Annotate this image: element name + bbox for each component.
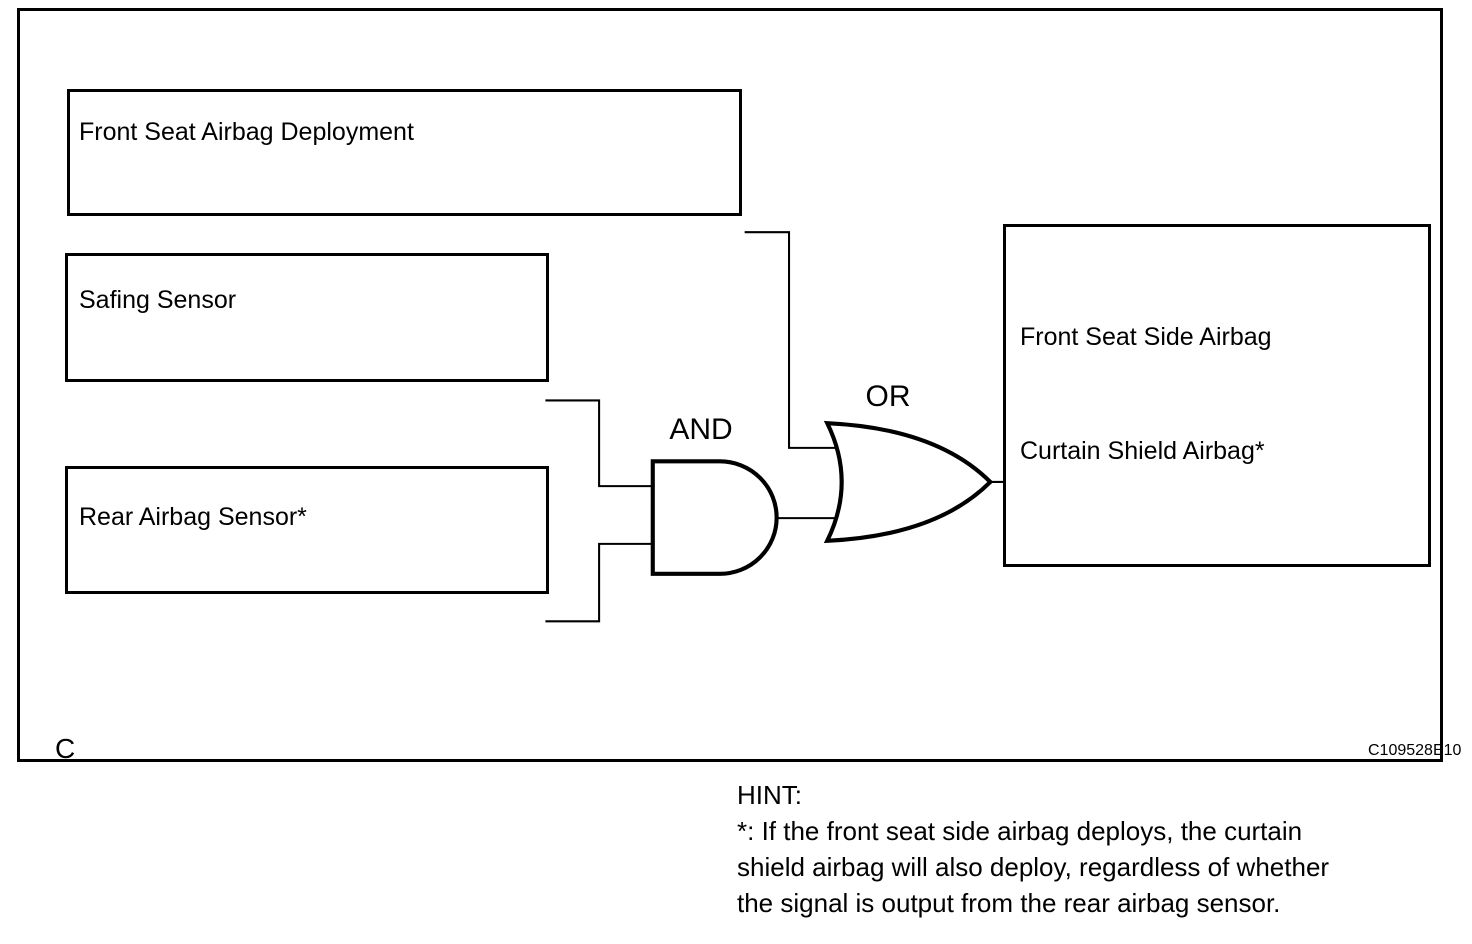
- and-gate-label: AND: [669, 413, 733, 446]
- output-label-curtain-shield-airbag: Curtain Shield Airbag*: [1020, 437, 1265, 465]
- hint-line-1: *: If the front seat side airbag deploys…: [737, 816, 1303, 846]
- and-gate-shape: [650, 459, 779, 576]
- wire-safing-to-and: [545, 399, 653, 488]
- figure-corner-label: C: [55, 733, 76, 764]
- figure-code: C109528E10: [1368, 742, 1462, 759]
- input-box-safing-sensor: Safing Sensor: [65, 253, 549, 382]
- input-label-safing-sensor: Safing Sensor: [79, 286, 237, 314]
- figure-border: Front Seat Airbag Deployment Safing Sens…: [17, 8, 1461, 764]
- output-label-front-seat-side-airbag: Front Seat Side Airbag: [1020, 323, 1272, 351]
- input-box-front-seat-airbag-deployment: Front Seat Airbag Deployment: [67, 89, 742, 216]
- input-box-rear-airbag-sensor: Rear Airbag Sensor*: [65, 466, 549, 594]
- hint-line-3: the signal is output from the rear airba…: [737, 888, 1281, 918]
- hint-block: HINT: *: If the front seat side airbag d…: [737, 777, 1329, 921]
- hint-line-2: shield airbag will also deploy, regardle…: [737, 852, 1330, 882]
- or-gate-shape: [823, 420, 994, 544]
- or-gate-label: OR: [865, 380, 911, 413]
- wire-rear-to-and: [545, 542, 653, 623]
- input-label-rear-airbag-sensor: Rear Airbag Sensor*: [79, 503, 307, 531]
- wire-deployment-to-or: [744, 231, 836, 449]
- output-box-airbags: Front Seat Side Airbag Curtain Shield Ai…: [1003, 224, 1431, 567]
- hint-title: HINT:: [737, 780, 802, 810]
- input-label-front-seat-airbag-deployment: Front Seat Airbag Deployment: [79, 118, 414, 146]
